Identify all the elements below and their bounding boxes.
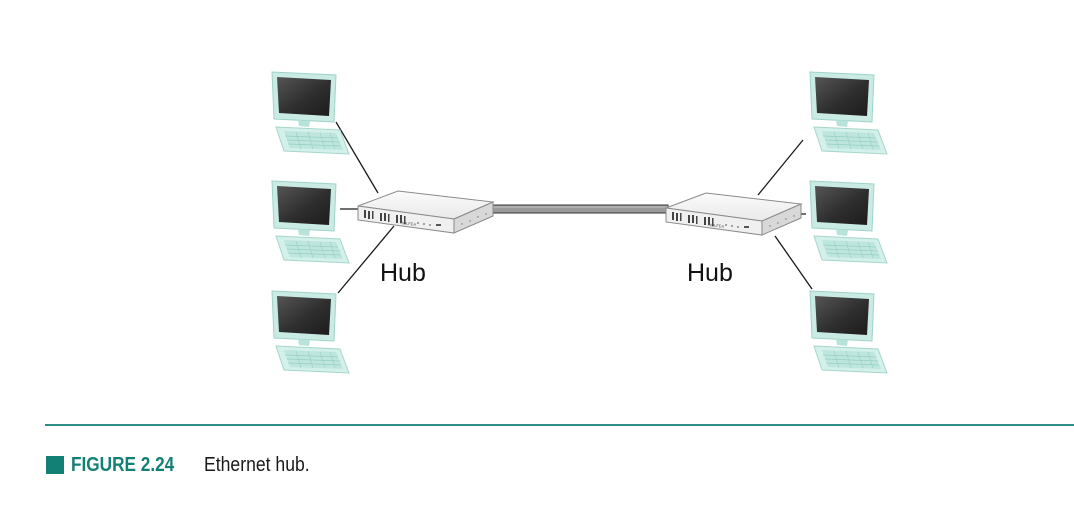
- cable-right-top: [757, 139, 804, 196]
- computer-right-bottom: [809, 290, 888, 374]
- caption-text: Ethernet hub.: [204, 453, 310, 476]
- hub-left-label: Hub: [380, 259, 426, 287]
- computer-left-bottom: [271, 290, 350, 374]
- hub-left: NOLFEA: [357, 190, 494, 234]
- hub-right: NOLFEA: [665, 192, 802, 236]
- computer-right-top: [809, 71, 888, 155]
- hub-to-hub-link: [489, 204, 669, 214]
- cable-left-top: [335, 121, 379, 194]
- network-diagram: NOLFEA Hub NOLFEA Hub: [271, 71, 888, 374]
- computer-right-middle: [809, 180, 888, 264]
- computer-left-middle: [271, 180, 350, 264]
- computer-left-top: [271, 71, 350, 155]
- cable-right-bottom: [774, 235, 813, 290]
- figure-number: FIGURE 2.24: [71, 453, 175, 476]
- hub-right-label: Hub: [687, 259, 733, 287]
- cable-left-bottom: [337, 225, 395, 294]
- figure-caption: FIGURE 2.24 Ethernet hub.: [46, 452, 324, 478]
- caption-square-icon: [46, 456, 64, 474]
- hub-right-brand: NOLFEA: [708, 222, 725, 229]
- caption-divider: [45, 424, 1074, 426]
- hub-left-brand: NOLFEA: [400, 220, 417, 227]
